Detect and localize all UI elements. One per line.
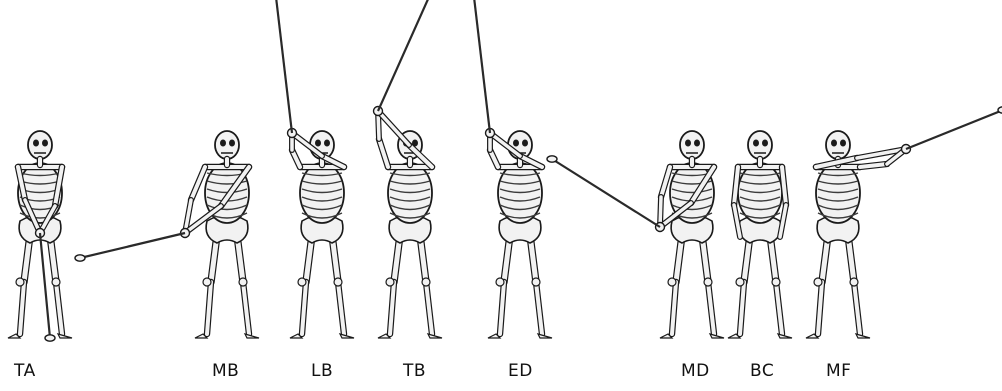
phase-label-tb: TB — [403, 361, 426, 381]
skeleton-md — [547, 131, 724, 338]
skeleton-tb — [374, 0, 456, 338]
skeleton-mb — [75, 131, 259, 338]
golf-club-mf — [906, 107, 1002, 149]
golf-club-ed — [467, 0, 490, 133]
skeleton-ed — [467, 0, 552, 338]
phase-label-mf: MF — [826, 361, 851, 381]
phase-label-md: MD — [681, 361, 710, 381]
golf-club-md — [547, 156, 660, 227]
golf-club-tb — [378, 0, 455, 111]
phase-label-mb: MB — [212, 361, 239, 381]
phase-label-bc: BC — [750, 361, 774, 381]
phase-label-ed: ED — [508, 361, 533, 381]
skeleton-ta — [8, 131, 72, 341]
phase-label-ta: TA — [14, 361, 36, 381]
golf-club-mb — [75, 233, 185, 261]
golf-club-lb — [269, 0, 292, 133]
phase-label-lb: LB — [311, 361, 333, 381]
skeleton-lb — [269, 0, 354, 338]
skeleton-mf — [806, 107, 1002, 338]
skeleton-bc — [728, 131, 792, 338]
